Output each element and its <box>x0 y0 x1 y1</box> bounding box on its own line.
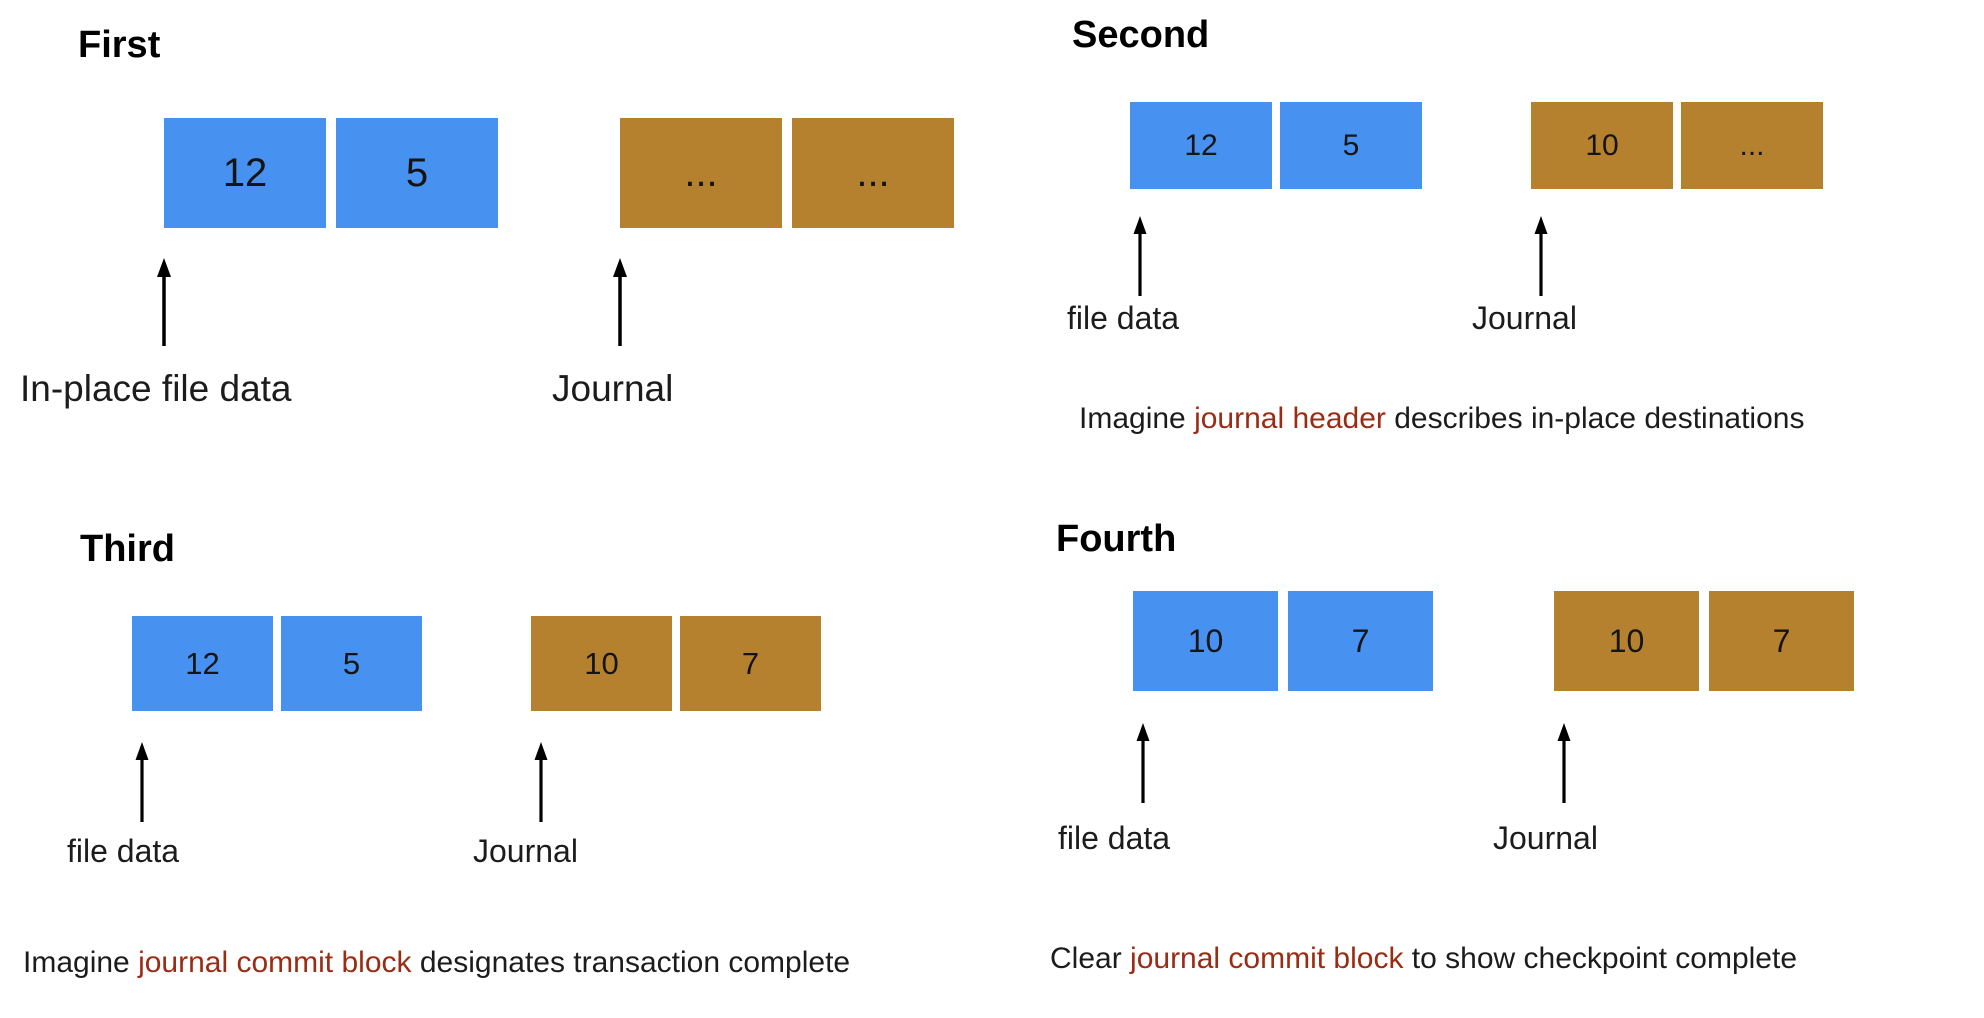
file-data-blocks: 12 5 <box>1130 102 1422 189</box>
journal-block: 10 <box>1554 591 1699 691</box>
journal-blocks: ... ... <box>620 118 954 228</box>
journal-block: ... <box>792 118 954 228</box>
file-data-block: 5 <box>1280 102 1422 189</box>
quadrant-title: First <box>78 24 161 66</box>
file-data-blocks: 12 5 <box>164 118 498 228</box>
journal-block: 10 <box>531 616 672 711</box>
file-data-block: 12 <box>132 616 273 711</box>
caption-highlight: journal commit block <box>138 946 412 979</box>
file-data-block: 12 <box>1130 102 1272 189</box>
caption: Clear journal commit block to show check… <box>1050 942 1797 976</box>
journal-block: ... <box>620 118 782 228</box>
file-data-block: 5 <box>281 616 422 711</box>
up-arrow-icon <box>529 742 553 822</box>
file-data-block: 10 <box>1133 591 1278 691</box>
journal-blocks: 10 ... <box>1531 102 1823 189</box>
journal-label: Journal <box>1493 820 1598 856</box>
quadrant-title: Fourth <box>1056 518 1177 560</box>
file-data-block: 7 <box>1288 591 1433 691</box>
caption-highlight: journal header <box>1194 402 1386 435</box>
caption-suffix: to show checkpoint complete <box>1403 942 1798 975</box>
file-data-block: 5 <box>336 118 498 228</box>
file-data-block: 12 <box>164 118 326 228</box>
file-data-label: file data <box>1058 820 1171 856</box>
journal-label: Journal <box>1472 300 1577 336</box>
up-arrow-icon <box>1552 723 1576 803</box>
file-data-blocks: 12 5 <box>132 616 422 711</box>
quadrant-title: Third <box>80 528 175 570</box>
up-arrow-icon <box>1131 723 1155 803</box>
file-data-label: In-place file data <box>20 368 292 409</box>
journal-block: 7 <box>680 616 821 711</box>
file-data-label: file data <box>67 833 180 869</box>
up-arrow-icon <box>608 258 632 346</box>
journal-block: 10 <box>1531 102 1673 189</box>
caption-suffix: designates transaction complete <box>411 946 851 979</box>
caption-highlight: journal commit block <box>1130 942 1404 975</box>
up-arrow-icon <box>130 742 154 822</box>
caption: Imagine journal header describes in-plac… <box>1079 402 1804 436</box>
journal-blocks: 10 7 <box>1554 591 1854 691</box>
caption-suffix: describes in-place destinations <box>1385 402 1805 435</box>
caption-prefix: Clear <box>1050 942 1131 975</box>
caption: Imagine journal commit block designates … <box>23 946 850 980</box>
journal-block: 7 <box>1709 591 1854 691</box>
up-arrow-icon <box>1128 216 1152 296</box>
journal-label: Journal <box>552 368 674 409</box>
up-arrow-icon <box>1529 216 1553 296</box>
journal-block: ... <box>1681 102 1823 189</box>
caption-prefix: Imagine <box>23 946 139 979</box>
up-arrow-icon <box>152 258 176 346</box>
quadrant-title: Second <box>1072 14 1210 56</box>
file-data-blocks: 10 7 <box>1133 591 1433 691</box>
journal-label: Journal <box>473 833 578 869</box>
caption-prefix: Imagine <box>1079 402 1195 435</box>
file-data-label: file data <box>1067 300 1180 336</box>
journal-blocks: 10 7 <box>531 616 821 711</box>
